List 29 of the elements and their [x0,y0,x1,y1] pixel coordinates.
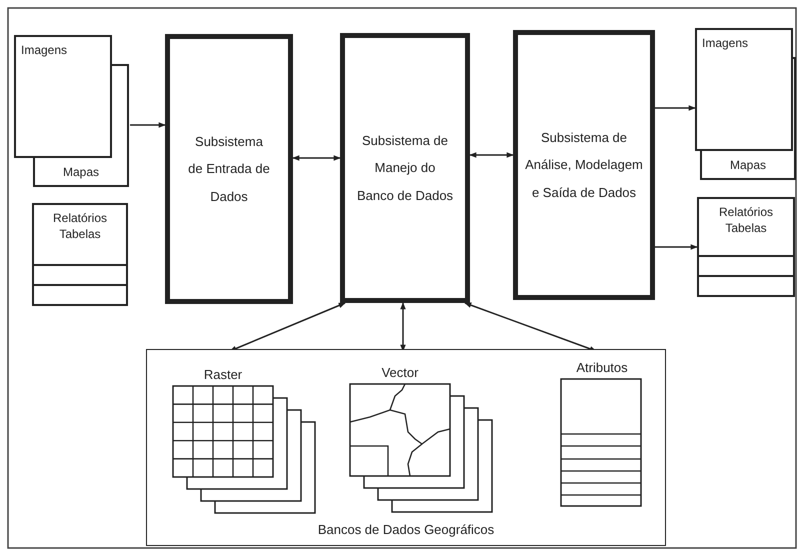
node-label: Mapas [728,158,768,174]
node-label: Imagens [702,36,748,52]
arrow [229,302,346,352]
node-label: Bancos de Dados Geográficos [316,522,496,539]
document-stack [14,35,130,187]
document-stack [695,28,797,180]
subsystem-box [165,34,293,304]
node-label: Mapas [62,165,100,181]
subsystem-box [513,30,655,300]
node-label: Imagens [21,43,68,59]
arrow [292,155,341,161]
node-label: Vector [380,365,420,382]
arrow [130,122,166,128]
node-label: Raster [202,367,244,384]
node-label: Subsistema de Análise, Modelagem e Saída de Dados [525,129,643,202]
database-panel [146,349,666,546]
report-table [32,203,128,306]
node-label: Subsistema de Manejo do Banco de Dados [356,132,454,205]
node-label: Subsistema de Entrada de Dados [187,133,271,206]
report-table [697,197,795,297]
arrow [464,302,597,352]
arrow [469,152,514,158]
subsystem-box [340,33,470,303]
node-label: Atributos [575,360,629,377]
arrow [655,244,698,250]
arrow [400,302,406,352]
node-label: Relatórios Tabelas [52,211,108,242]
node-label: Relatórios Tabelas [718,205,774,236]
arrow [655,105,696,111]
